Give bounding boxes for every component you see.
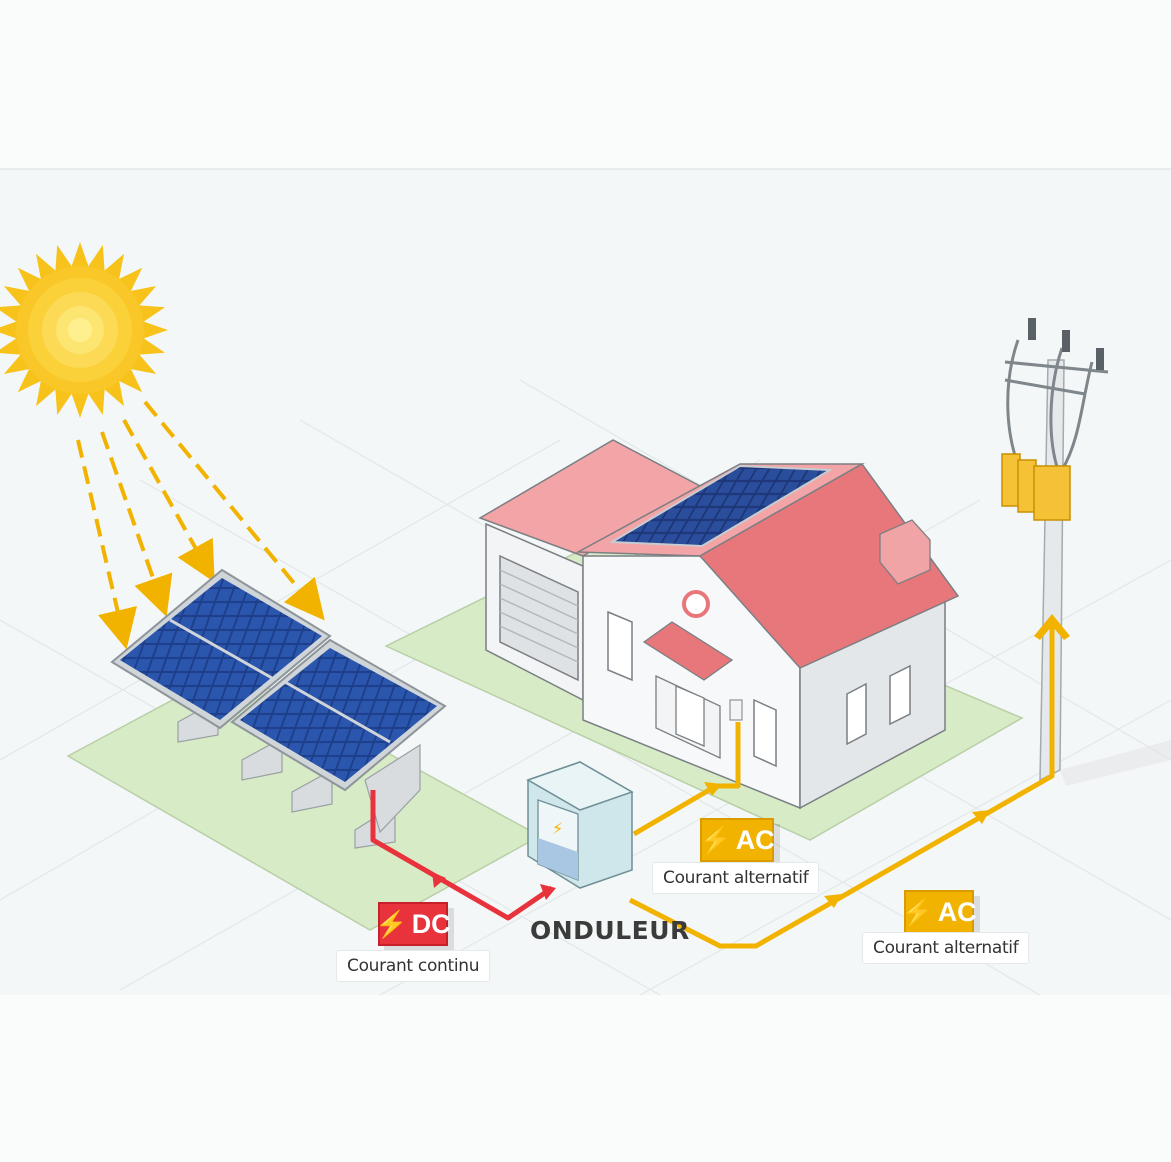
- ac-caption-grid: Courant alternatif: [862, 932, 1030, 964]
- dc-badge-label: DC: [411, 908, 451, 939]
- ac-cable-grid: [628, 622, 1055, 949]
- ac-caption-house: Courant alternatif: [652, 862, 820, 894]
- svg-text:⚡: ⚡: [552, 819, 563, 838]
- ac-badge-house: ⚡ AC: [699, 818, 775, 862]
- utility-pole: [1001, 318, 1171, 786]
- bolt-icon: ⚡: [901, 896, 934, 927]
- ac-badge-grid-label: AC: [937, 896, 977, 927]
- house: [478, 439, 960, 810]
- sun-icon: [0, 242, 168, 418]
- sun-rays: [76, 400, 325, 650]
- bolt-icon: ⚡: [699, 824, 732, 855]
- dc-caption: Courant continu: [336, 950, 491, 982]
- ac-badge-house-label: AC: [735, 824, 775, 855]
- solar-array: [110, 568, 447, 792]
- ac-cable-house: [632, 722, 741, 837]
- bolt-icon: ⚡: [375, 908, 408, 939]
- dc-badge: ⚡ DC: [375, 902, 451, 946]
- ac-badge-grid: ⚡ AC: [901, 890, 977, 934]
- inverter-label: ONDULEUR: [530, 916, 690, 945]
- inverter-icon: ⚡: [526, 761, 634, 889]
